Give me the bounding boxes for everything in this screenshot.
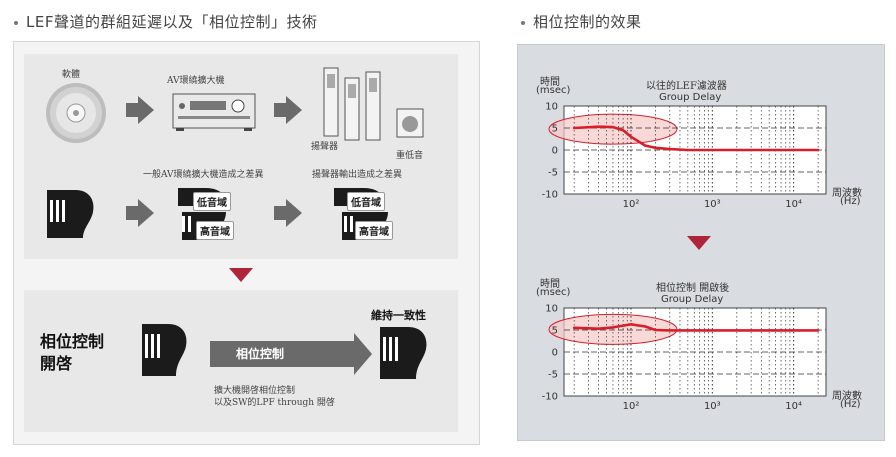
chart1-point [654, 147, 657, 149]
chart1-point [644, 144, 647, 147]
low-range-label-1: 低音域 [193, 192, 231, 211]
subwoofer-icon [396, 108, 424, 138]
phase-control-arrow-head [354, 333, 372, 375]
chart2-point [817, 329, 819, 332]
chart1-point [612, 126, 614, 128]
left-heading: LEF聲道的群組延遲以及「相位控制」技術 [26, 13, 318, 31]
chart1-point [687, 149, 689, 151]
left-heading-row: LEF聲道的群組延遲以及「相位控制」技術 [14, 11, 317, 32]
high-range-label-1: 高音域 [196, 221, 234, 240]
chart2-xlabel-2: (Hz) [840, 399, 861, 410]
chart1-ytick-label: 0 [552, 146, 558, 157]
chart1-xtick-label: 10³ [704, 199, 721, 210]
chart1-ytick-label: 10 [545, 102, 558, 113]
phase-control-arrow-shaft [210, 341, 354, 367]
chart2-ytick-label: 5 [552, 326, 558, 337]
chart1-point [630, 136, 632, 138]
chart2-point [622, 324, 624, 327]
chain-arrow-3-shaft [126, 206, 138, 220]
chart2-point [687, 329, 689, 332]
chain-arrow-4 [286, 199, 302, 227]
disc-label: 軟體 [62, 70, 81, 80]
grand-piano-icon-3 [380, 327, 427, 379]
amplifier-icon [172, 93, 256, 131]
phase-on-title-line1: 相位控制 [40, 332, 105, 351]
right-heading-row: 相位控制的效果 [521, 11, 642, 32]
phase-note: 擴大機開啓相位控制 以及SW的LPF through 開啓 [214, 385, 335, 409]
chart-1: 10 5 0 -5 -10 10² 10³ 10⁴ [542, 102, 827, 210]
down-arrow-red [229, 268, 253, 282]
chart2-point [644, 325, 647, 328]
high-range-label-2: 高音域 [355, 221, 393, 240]
chart1-title-2: Group Delay [659, 92, 722, 103]
right-heading: 相位控制的效果 [533, 13, 642, 31]
chain-arrow-4-shaft [274, 206, 286, 220]
chart1-point [792, 149, 795, 151]
phase-note-line2: 以及SW的LPF through 開啓 [214, 398, 335, 408]
chain-arrow-1-shaft [126, 103, 138, 117]
chart2-xtick-label: 10⁴ [785, 401, 802, 412]
subwoofer-label: 重低音 [396, 151, 424, 161]
chain-arrow-1 [138, 96, 154, 124]
chart1-ylabel-2: (msec) [536, 85, 571, 96]
phase-on-title-line2: 開啓 [40, 354, 73, 373]
chart1-point [597, 125, 600, 128]
chart-2: 10 5 0 -5 -10 10² 10³ 10⁴ [542, 304, 827, 412]
chart1-xtick-label: 10⁴ [785, 199, 802, 210]
low-range-label-2: 低音域 [347, 192, 385, 211]
chart1-title-1: 以往的LEF濾波器 [646, 81, 727, 92]
chart1-ytick-label: -5 [548, 168, 558, 179]
chain-arrow-2 [286, 96, 302, 124]
chart2-ytick-label: -5 [548, 370, 558, 381]
chart1-xlabel-1: 周波數 [832, 188, 862, 199]
chart2-ylabel-1: 時間 [540, 279, 560, 290]
phase-on-title: 相位控制 開啓 [40, 331, 104, 375]
chart1-point [711, 149, 714, 151]
chart1-point [750, 149, 752, 151]
chart1-ytick-label: 5 [552, 124, 558, 135]
bullet-dot [14, 20, 18, 25]
chart1-point [668, 148, 671, 150]
phase-note-line1: 擴大機開啓相位控制 [214, 386, 296, 396]
amp-diff-label: 一般AV環繞擴大機造成之差異 [143, 170, 264, 180]
chart1-point [622, 129, 624, 131]
chart1-point [573, 127, 575, 129]
chart1-xlabel-2: (Hz) [840, 196, 861, 207]
grand-piano-icon [47, 190, 94, 238]
chart2-ytick-label: -10 [542, 392, 558, 403]
amp-label: AV環繞擴大機 [167, 76, 225, 86]
chart2-point [750, 329, 752, 332]
chart2-ytick-label: 10 [545, 304, 558, 315]
chart1-point [817, 149, 819, 151]
chart2-point [654, 329, 657, 331]
grand-piano-icon-2 [142, 324, 187, 376]
chart2-point [711, 329, 714, 332]
chain-arrow-3 [138, 199, 154, 227]
chart2-point [792, 329, 795, 332]
chain-arrow-2-shaft [274, 103, 286, 117]
chart2-point [597, 327, 600, 330]
speakers-icon [323, 67, 381, 141]
consistent-label: 維持一致性 [371, 309, 426, 322]
chart2-point [668, 329, 671, 332]
bullet-dot [521, 20, 525, 25]
chart2-title-1: 相位控制 開啟後 [656, 283, 730, 294]
disc-icon [46, 83, 106, 143]
chart1-ytick-label: -10 [542, 190, 558, 201]
chart2-ylabel-2: (msec) [536, 287, 571, 298]
chart2-xtick-label: 10³ [704, 401, 721, 412]
chart2-title-2: Group Delay [661, 294, 724, 305]
chart2-xlabel-1: 周波數 [832, 391, 862, 402]
chart2-xtick-label: 10² [623, 401, 640, 412]
speaker-diff-label: 揚聲器輸出造成之差異 [312, 170, 403, 180]
chart2-point [612, 326, 614, 329]
speaker-label: 揚聲器 [311, 142, 339, 152]
chart2-ytick-label: 0 [552, 348, 558, 359]
chart1-ylabel-1: 時間 [540, 77, 560, 88]
down-arrow-red-2 [687, 236, 711, 250]
phase-control-arrow-label: 相位控制 [236, 347, 285, 361]
chart2-point [573, 327, 575, 329]
chart2-point [630, 323, 632, 326]
chart1-xtick-label: 10² [623, 199, 640, 210]
